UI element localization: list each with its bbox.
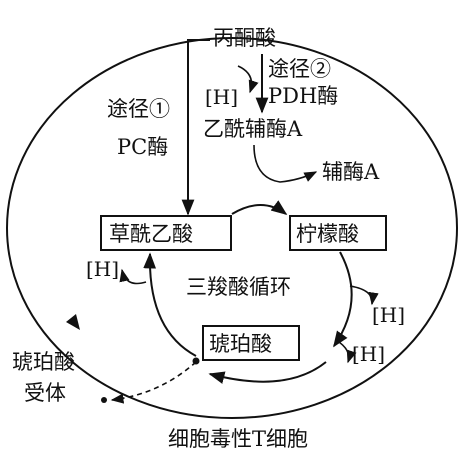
pc-enzyme-label: PC酶 — [117, 135, 168, 159]
coenzyme-a-label: 辅酶A — [322, 160, 380, 184]
pathway1-arrow — [181, 39, 210, 216]
citrate-box — [289, 215, 387, 251]
membrane-mark — [66, 314, 80, 330]
succinate-box — [202, 325, 300, 361]
hydrogen-label-right-2: [H] — [352, 342, 385, 366]
cycle-arrow-bottom — [208, 361, 327, 384]
cell-membrane — [6, 37, 458, 419]
pathway1-label: 途径① — [107, 97, 170, 121]
pathway2-h-release — [237, 65, 259, 94]
pdh-enzyme-label: PDH酶 — [268, 84, 338, 108]
cell-label: 细胞毒性T细胞 — [168, 427, 308, 451]
h-release-left — [119, 268, 147, 285]
acetyl-coa-label: 乙酰辅酶A — [203, 117, 303, 141]
hydrogen-label-pdh: [H] — [205, 85, 238, 109]
cycle-label: 三羧酸循环 — [186, 275, 291, 299]
cycle-arrow-left — [143, 252, 197, 357]
cycle-arrow-right — [333, 251, 353, 348]
hydrogen-label-right-1: [H] — [372, 303, 405, 327]
pathway2-label: 途径② — [268, 57, 331, 81]
pyruvate-label: 丙酮酸 — [213, 26, 276, 50]
coenzyme-a-release-arrow — [253, 144, 318, 183]
succinate-acceptor-label-line2: 受体 — [24, 381, 66, 405]
h-release-right-2 — [335, 339, 357, 364]
succinate-acceptor-label-line1: 琥珀酸 — [12, 350, 75, 374]
h-release-right-1 — [349, 285, 379, 306]
cycle-arrow-top — [231, 200, 288, 215]
hydrogen-label-left: [H] — [86, 257, 119, 281]
succinate-label: 琥珀酸 — [209, 332, 272, 356]
oxaloacetate-box — [100, 215, 232, 251]
citrate-label: 柠檬酸 — [296, 222, 359, 246]
succinate-export-arrow — [110, 361, 197, 404]
succinate-acceptor-dot — [101, 397, 107, 403]
oxaloacetate-label: 草酰乙酸 — [109, 222, 193, 246]
